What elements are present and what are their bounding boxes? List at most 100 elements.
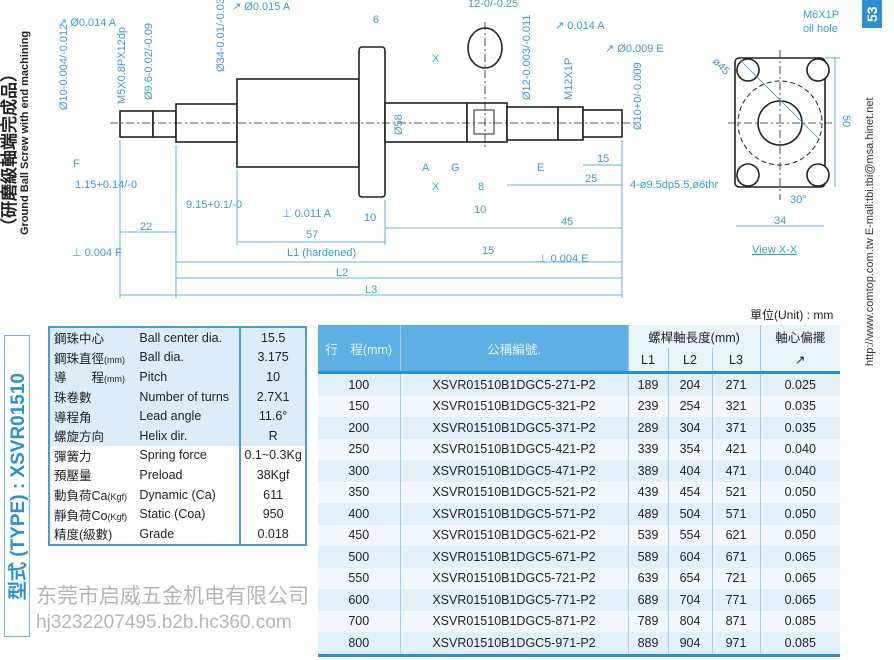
datum-label: G: [451, 162, 460, 174]
cell-l2: 804: [667, 610, 712, 632]
type-label-text: 型式 (TYPE) : XSVR01510: [8, 372, 30, 600]
spec-name-zh: 精度(級數): [49, 524, 135, 545]
cell-model-number: XSVR01510B1DGC5-371-P2: [399, 417, 628, 439]
cell-model-number: XSVR01510B1DGC5-871-P2: [399, 610, 628, 632]
cell-stroke: 450: [318, 524, 400, 546]
spec-name-en: Grade: [139, 526, 175, 541]
watermark-company: 东莞市启威五金机电有限公司: [36, 585, 309, 608]
spec-value: 11.6°: [239, 406, 306, 426]
cell-runout: 0.040: [759, 460, 840, 482]
cell-stroke: 150: [318, 395, 400, 417]
spec-name-en: Preload: [139, 467, 183, 482]
cell-l1: 889: [627, 632, 668, 655]
spec-row: 精度(級數) Grade 0.018: [49, 523, 306, 545]
cell-l1: 589: [627, 546, 668, 568]
cell-l3: 571: [711, 503, 760, 525]
header-runout: 軸心偏擺: [759, 325, 840, 348]
cell-l1: 189: [627, 371, 668, 396]
cell-runout: 0.085: [759, 632, 840, 655]
watermark-url: hj3232207495.b2b.hc360.com: [36, 612, 292, 633]
centerlines: [110, 22, 832, 200]
spec-zh: 精度(級數): [54, 528, 113, 543]
cell-model-number: XSVR01510B1DGC5-271-P2: [399, 371, 628, 396]
cell-l1: 289: [627, 417, 668, 439]
spec-name-en: Ball center dia.: [135, 327, 241, 348]
cell-l3: 271: [711, 371, 760, 396]
cell-model-number: XSVR01510B1DGC5-321-P2: [399, 395, 628, 417]
spec-unit: (mm): [104, 354, 126, 365]
spec-name-en: Lead angle: [135, 406, 241, 426]
cell-l2: 454: [667, 481, 712, 503]
cell-stroke: 800: [318, 632, 400, 655]
spec-row: 靜負荷Co(Kgf)Static (Coa)950: [49, 504, 306, 524]
header-l3: L3: [711, 348, 760, 373]
cell-runout: 0.050: [759, 503, 840, 525]
cell-model-number: XSVR01510B1DGC5-721-P2: [399, 567, 628, 589]
spec-name-zh: 導 程(mm): [49, 367, 136, 387]
dimension-label: 8: [478, 181, 484, 193]
spec-value: 15.5: [239, 327, 306, 348]
model-table: 行 程(mm) 公稱編號. 螺桿軸長度(mm) 軸心偏擺 L1 L2 L3 ↗ …: [318, 325, 840, 657]
cell-l2: 254: [667, 395, 712, 417]
cell-l1: 689: [627, 589, 668, 611]
cell-model-number: XSVR01510B1DGC5-471-P2: [399, 460, 628, 482]
dimension-lines: [119, 57, 840, 298]
header-stroke: 行 程(mm): [318, 325, 400, 373]
spec-name-en: Static (Coa): [139, 507, 206, 522]
spec-zh: 鋼珠直徑: [54, 351, 105, 366]
technical-drawing: ↗ Ø0.014 A ↗ Ø0.015 A ↗ 0.014 A ↗ Ø0.009…: [58, 0, 852, 298]
header-length: 螺桿軸長度(mm): [627, 325, 760, 348]
dimension-label: 1.15+0.14/-0: [75, 179, 137, 191]
oil-hole-label: M6X1P: [803, 9, 839, 21]
spec-zh: 珠卷數: [54, 391, 92, 406]
spec-value: 0.018: [239, 523, 306, 545]
cell-l1: 539: [627, 524, 668, 546]
cell-runout: 0.040: [759, 438, 840, 460]
dimension-label: 10: [474, 204, 486, 216]
cell-l2: 504: [667, 503, 712, 525]
runout-tolerance-label: ↗ Ø0.015 A: [232, 1, 291, 13]
cell-l3: 621: [711, 524, 760, 546]
cell-runout: 0.065: [759, 546, 840, 568]
spec-zh: 靜負荷Co: [54, 508, 108, 523]
spec-zh: 鋼珠中心: [54, 332, 105, 347]
spec-name-en: Dynamic (Ca): [139, 487, 216, 502]
cell-l2: 654: [667, 567, 712, 589]
spec-row: 動負荷Ca(Kgf)Dynamic (Ca)611: [49, 484, 306, 505]
unit-note: 單位(Unit) : mm: [750, 308, 834, 322]
spec-unit: (Kgf): [107, 511, 127, 522]
dimension-label: 12-0/-0.25: [468, 0, 518, 10]
dimension-label: 57: [306, 229, 318, 241]
cell-l3: 671: [711, 546, 760, 568]
cell-l2: 354: [667, 438, 712, 460]
cell-runout: 0.050: [759, 524, 840, 546]
thread-label: M5X0.8PX12dp: [116, 27, 128, 104]
spec-name-zh: 靜負荷Co(Kgf): [49, 504, 135, 524]
perpendicularity-label: ⊥ 0.004 F: [72, 247, 122, 259]
page-number: 53: [862, 0, 882, 28]
dimension-label: 9.15+0.1/-0: [186, 199, 242, 211]
header-l1: L1: [627, 348, 668, 373]
dimension-label: L1 (hardened): [287, 247, 356, 259]
diameter-label: Ø12-0.003/-0.011: [521, 15, 533, 100]
type-label: 型式 (TYPE) : XSVR01510: [4, 335, 30, 637]
spec-name-zh: 彈簧力: [49, 446, 135, 466]
cell-model-number: XSVR01510B1DGC5-521-P2: [399, 481, 628, 503]
cell-l3: 521: [711, 481, 760, 503]
cell-stroke: 300: [318, 460, 400, 482]
cell-stroke: 600: [318, 589, 400, 611]
cell-l3: 871: [711, 610, 760, 632]
cell-stroke: 350: [318, 481, 400, 503]
spec-row: 鋼珠中心 Ball center dia.15.5: [49, 327, 306, 348]
spec-value: 38Kgf: [239, 465, 306, 485]
spec-zh: 彈簧力: [54, 449, 92, 464]
